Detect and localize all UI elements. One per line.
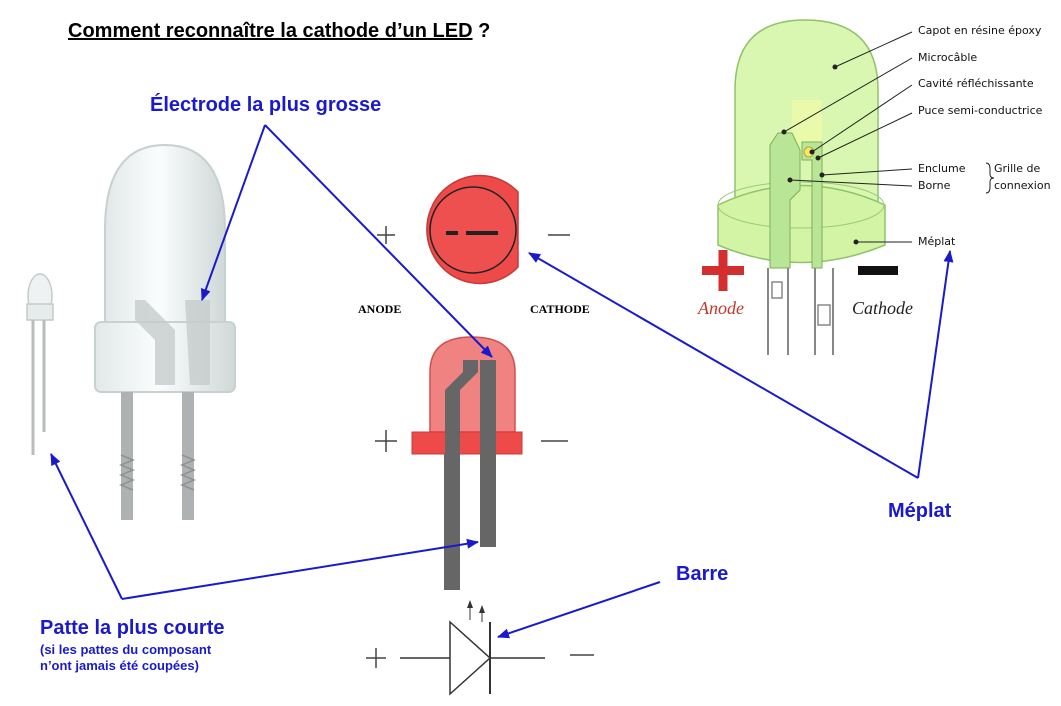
label-meplat-anatomy: Méplat: [918, 235, 956, 248]
label-capot: Capot en résine époxy: [918, 24, 1042, 37]
led-side-view: [375, 336, 568, 590]
callout-patte-note-line-1: (si les pattes du composant: [40, 642, 212, 657]
callout-electrode: Électrode la plus grosse: [150, 94, 382, 116]
label-borne: Borne: [918, 179, 951, 192]
callout-patte-note-line-2: n’ont jamais été coupées): [40, 658, 199, 673]
big-led-photo: [94, 143, 236, 520]
label-anode-anatomy: Anode: [698, 298, 744, 318]
label-enclume: Enclume: [918, 162, 966, 175]
callout-arrows: [50, 124, 954, 639]
callout-patte-note: (si les pattes du composant n’ont jamais…: [40, 642, 211, 674]
small-led-photo: [26, 273, 54, 455]
led-top-view: [377, 174, 570, 285]
label-grille-1: Grille de: [994, 162, 1041, 175]
diode-symbol: [366, 600, 594, 696]
label-cavite: Cavité réfléchissante: [918, 77, 1034, 90]
label-cathode-anatomy: Cathode: [852, 298, 913, 318]
page-title: Comment reconnaître la cathode d’un LED …: [68, 20, 491, 42]
callout-barre: Barre: [676, 563, 729, 585]
schematic-anode-label: ANODE: [358, 302, 402, 316]
label-grille-2: connexion: [994, 179, 1051, 192]
led-anatomy-diagram: [702, 19, 995, 355]
label-microcable: Microcâble: [918, 51, 978, 64]
callout-meplat: Méplat: [888, 500, 952, 522]
callout-patte: Patte la plus courte: [40, 617, 225, 639]
label-puce: Puce semi-conductrice: [918, 104, 1043, 117]
schematic-cathode-label: CATHODE: [530, 302, 590, 316]
